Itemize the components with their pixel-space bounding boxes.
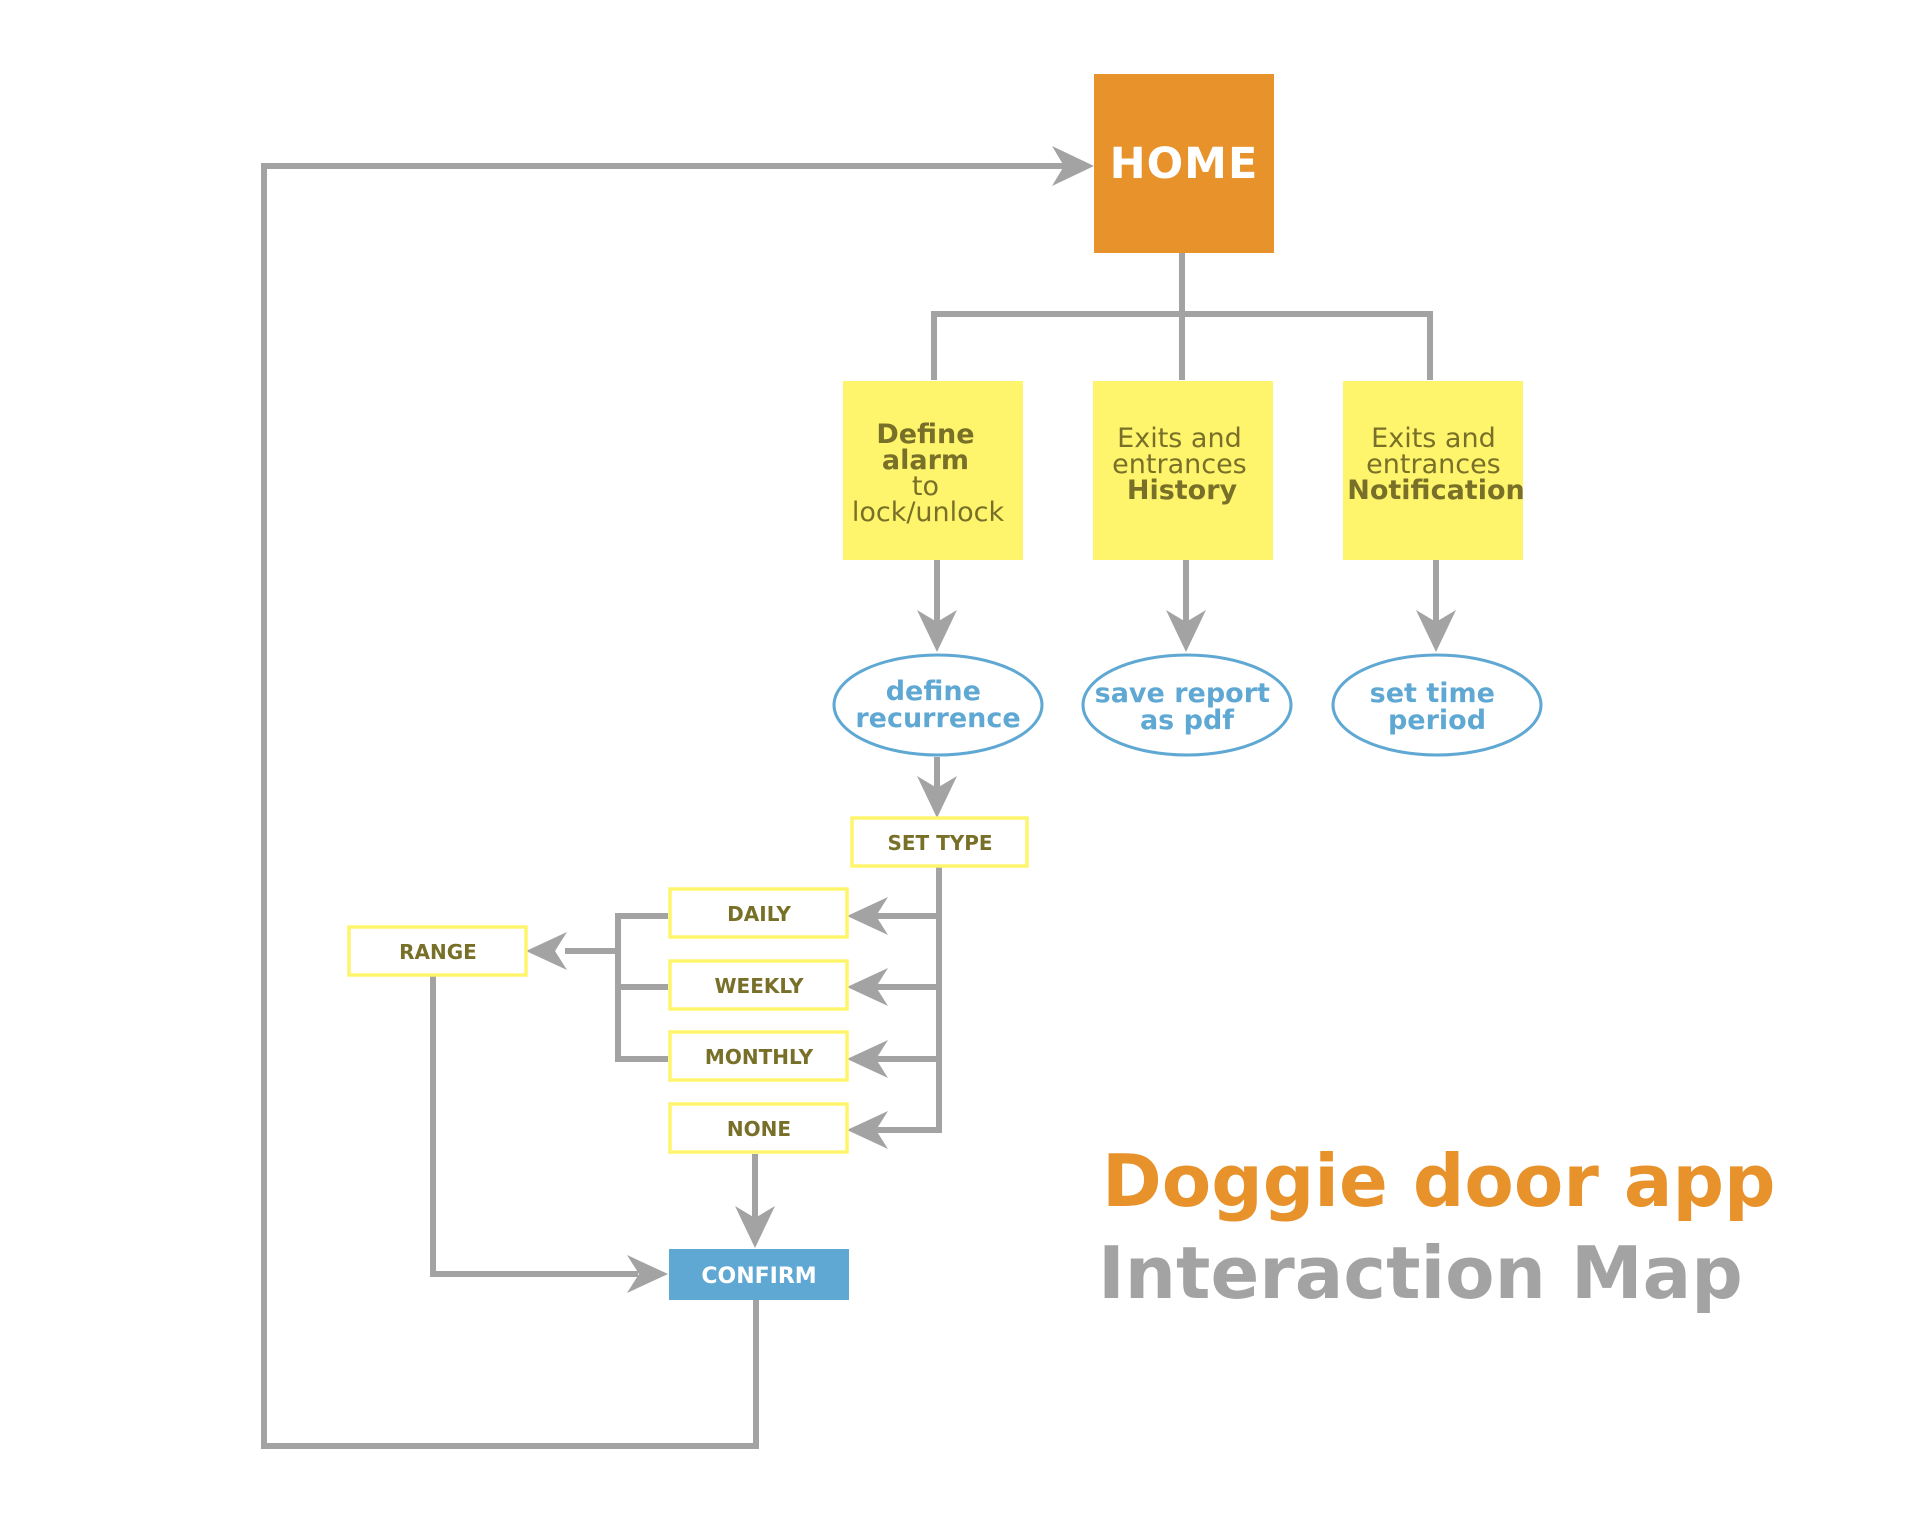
feature-line: Define [876,419,974,450]
feature-line: Exits and [1371,423,1496,454]
type-option-label: DAILY [727,902,791,926]
feature-note-text: Exits and entrances Notification [1347,423,1524,506]
arrowhead-to-action-2 [1166,610,1206,652]
arrowhead-to-weekly [847,968,888,1006]
home-label: HOME [1110,139,1259,189]
set-type-box[interactable]: SET TYPE [850,816,1029,868]
arrowhead-to-confirm-left [627,1255,668,1293]
set-type-label: SET TYPE [887,831,992,855]
type-option-label: WEEKLY [715,974,805,998]
feature-line: Exits and [1117,423,1242,454]
feature-line: History [1127,475,1238,506]
type-option-label: MONTHLY [705,1045,814,1069]
confirm-label: CONFIRM [701,1264,816,1289]
feature-note-text: Define alarm to lock/unlock [852,419,1005,528]
type-option-weekly[interactable]: WEEKLY [668,959,849,1011]
connectors [261,163,1439,1449]
type-option-monthly[interactable]: MONTHLY [668,1030,849,1082]
feature-line: entrances [1366,449,1501,480]
connector-types-to-range [565,913,668,1062]
action-define-recurrence[interactable]: define recurrence [832,653,1044,757]
title-line-1: Doggie door app [1102,1139,1776,1223]
arrowhead-to-daily [847,897,888,935]
feature-line: lock/unlock [852,497,1005,528]
arrowhead-to-action-1 [917,610,957,652]
feature-note-notification[interactable]: Exits and entrances Notification [1343,381,1525,560]
arrowhead-to-confirm-top [735,1206,775,1248]
connector-set-type-spine [875,866,942,1133]
title-line-2: Interaction Map [1098,1231,1743,1315]
action-label: save report as pdf [1095,678,1280,736]
arrowhead-to-home [1052,146,1094,186]
feature-line: alarm [882,445,969,476]
feature-line: entrances [1112,449,1247,480]
type-option-label: NONE [727,1117,791,1141]
arrowheads [526,146,1456,1293]
feature-line: to [912,471,939,502]
connector-confirm-to-home [261,163,1068,1449]
arrowhead-to-monthly [847,1040,888,1078]
action-save-report-pdf[interactable]: save report as pdf [1081,653,1293,757]
type-option-daily[interactable]: DAILY [668,887,849,939]
confirm-button[interactable]: CONFIRM [669,1249,849,1300]
feature-note-text: Exits and entrances History [1112,423,1252,506]
range-label: RANGE [399,940,477,964]
arrowhead-to-action-3 [1416,610,1456,652]
connector-range-to-confirm [430,975,638,1277]
action-set-time-period[interactable]: set time period [1331,653,1543,757]
home-node[interactable]: HOME [1094,74,1274,253]
feature-note-define-alarm[interactable]: Define alarm to lock/unlock [843,381,1023,560]
type-option-none[interactable]: NONE [668,1102,849,1154]
arrowhead-to-range [526,932,567,970]
feature-line: Notification [1347,475,1524,506]
connector-home-to-features [931,253,1433,380]
arrowhead-to-none [847,1111,888,1149]
action-label: define recurrence [855,676,1020,734]
arrowhead-to-set-type [917,776,957,818]
feature-note-history[interactable]: Exits and entrances History [1093,381,1273,560]
range-box[interactable]: RANGE [347,925,528,977]
action-label: set time period [1370,678,1505,736]
